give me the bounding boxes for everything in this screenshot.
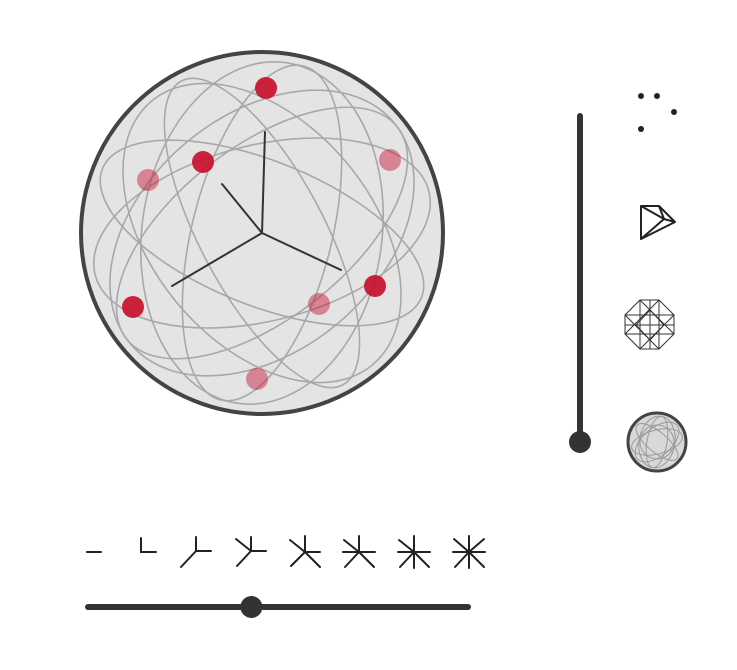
polyhedron-edge — [640, 205, 665, 220]
horizontal-slider[interactable] — [85, 596, 471, 618]
vertical-slider[interactable] — [569, 113, 591, 453]
glyph-stroke — [236, 550, 252, 567]
hit-area — [178, 535, 214, 569]
glyph-stroke — [140, 537, 157, 553]
glyph-stroke — [468, 538, 485, 553]
mini-great-circles — [631, 415, 683, 469]
option-sphere-icon[interactable] — [626, 411, 688, 473]
axis-line — [221, 183, 263, 234]
glyph-stroke — [358, 551, 375, 568]
great-circle — [109, 89, 415, 377]
sphere-view[interactable] — [54, 31, 469, 436]
glyph-stroke — [468, 551, 485, 568]
glyph-stroke — [399, 551, 415, 568]
axes-8-icon[interactable] — [451, 535, 487, 569]
sphere-point[interactable] — [192, 151, 214, 173]
axes-4-icon[interactable] — [233, 535, 269, 569]
glyph-stroke — [289, 539, 306, 553]
mini-circle — [639, 424, 675, 460]
great-circles — [92, 61, 432, 405]
great-circle — [92, 137, 432, 329]
mini-sphere-body — [626, 411, 688, 473]
great-circle — [163, 77, 361, 389]
hit-area — [341, 535, 377, 569]
glyph-stroke — [453, 538, 470, 553]
axes-3-icon[interactable] — [178, 535, 214, 569]
axis-count-icons — [80, 535, 487, 569]
mini-circle — [631, 428, 683, 456]
dot — [638, 93, 644, 99]
glyph-stroke — [344, 551, 360, 568]
axis-line — [261, 232, 342, 271]
great-circle — [99, 139, 425, 327]
vertical-slider-thumb[interactable] — [569, 431, 591, 453]
sphere-point[interactable] — [364, 275, 386, 297]
hit-area — [80, 535, 108, 569]
sphere-point[interactable] — [137, 169, 159, 191]
sphere-point[interactable] — [246, 368, 268, 390]
dot — [638, 126, 644, 132]
glyph-stroke — [290, 551, 306, 567]
hit-area — [451, 535, 487, 569]
great-circle — [122, 82, 402, 384]
hit-area — [396, 535, 432, 569]
glyph-stroke — [343, 539, 360, 553]
hit-area — [134, 535, 162, 569]
horizontal-slider-thumb[interactable] — [240, 596, 263, 618]
great-circle — [181, 64, 343, 402]
sphere-outline — [79, 50, 445, 416]
glyph-stroke — [304, 551, 321, 568]
polyhedron-edge — [640, 218, 665, 240]
glyph-stroke — [413, 551, 430, 568]
sphere-point[interactable] — [255, 77, 277, 99]
dot — [654, 93, 660, 99]
hit-area — [287, 535, 323, 569]
sphere-point[interactable] — [122, 296, 144, 318]
glyph-stroke — [180, 550, 197, 568]
glyph-stroke — [398, 539, 415, 553]
sphere-points — [122, 77, 401, 390]
mini-circle — [634, 421, 680, 463]
axes-5-icon[interactable] — [287, 535, 323, 569]
glyph-stroke — [235, 538, 252, 552]
axes-7-icon[interactable] — [396, 535, 432, 569]
wire-edge — [624, 299, 660, 335]
sphere-point[interactable] — [379, 149, 401, 171]
option-wireframe-polyhedron-icon[interactable] — [624, 299, 675, 350]
mini-circle — [638, 415, 676, 469]
dot — [671, 109, 677, 115]
axes-1-icon[interactable] — [80, 535, 108, 569]
axis-line — [261, 131, 266, 234]
mini-circle — [635, 423, 679, 461]
great-circle — [139, 61, 385, 405]
polyhedron-edge — [658, 205, 665, 220]
polyhedron-edge — [663, 218, 676, 223]
option-points-icon[interactable] — [638, 93, 677, 132]
sphere-point[interactable] — [308, 293, 330, 315]
glyph-stroke — [454, 551, 470, 568]
option-polyhedron-icon[interactable] — [640, 205, 676, 240]
hit-area — [233, 535, 269, 569]
axes-2-icon[interactable] — [134, 535, 162, 569]
axes — [171, 131, 342, 287]
axes-6-icon[interactable] — [341, 535, 377, 569]
axis-line — [171, 232, 263, 287]
